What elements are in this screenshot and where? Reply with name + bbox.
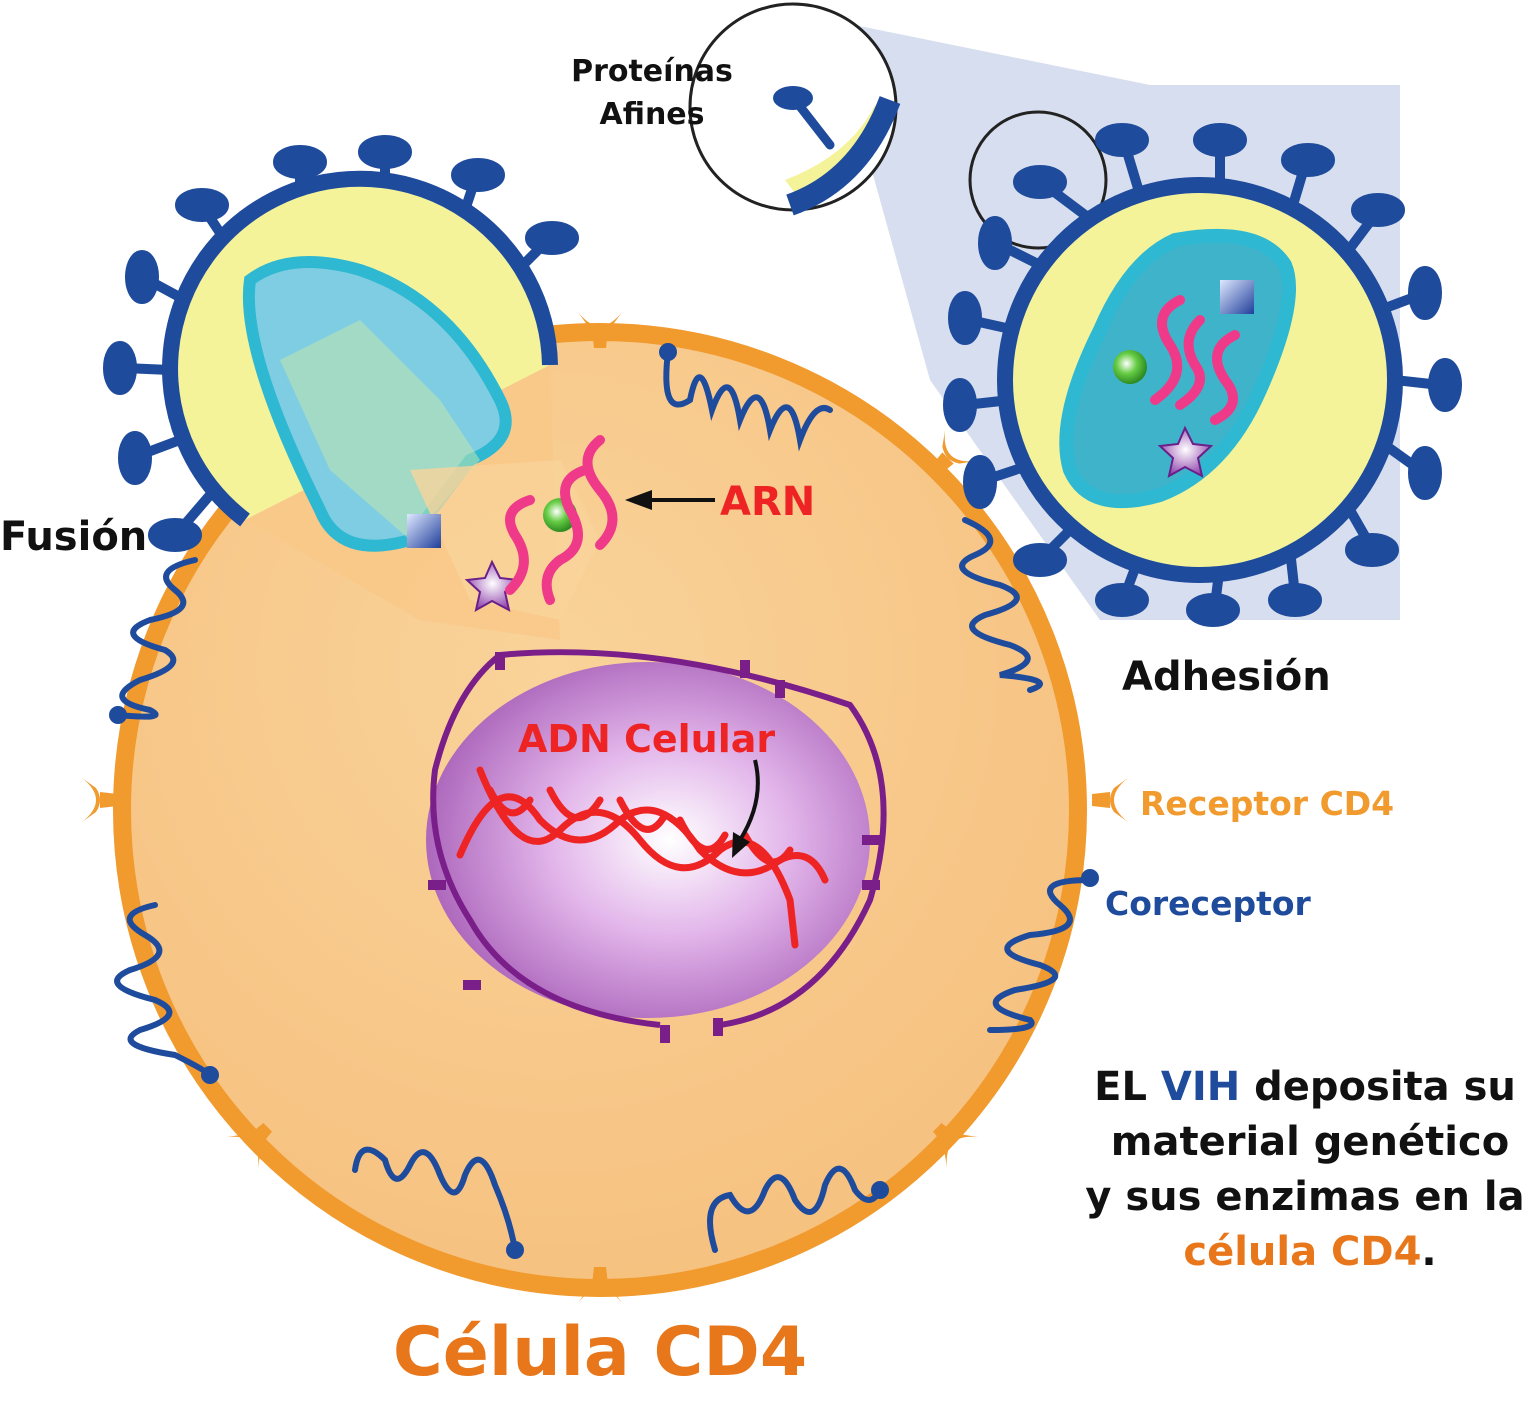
receptor-cd4-icon xyxy=(578,1267,622,1303)
caption-line1: EL VIH deposita su xyxy=(1094,1064,1516,1110)
enzyme-star-icon xyxy=(464,559,521,612)
receptor-cd4-icon xyxy=(226,1123,272,1169)
caption-vih: VIH xyxy=(1161,1064,1240,1110)
caption-period: . xyxy=(1421,1229,1436,1275)
cell-title: Célula CD4 xyxy=(393,1313,807,1392)
receptor-cd4-icon xyxy=(931,429,977,475)
receptor-cd4-icon xyxy=(933,1123,979,1169)
coreceptor-coil-icon xyxy=(707,1165,889,1253)
coreceptor-coil-icon xyxy=(987,869,1099,1033)
coreceptor-coil-icon xyxy=(659,343,833,452)
caption-line1-start: EL xyxy=(1094,1064,1161,1110)
proteinas-label-line2: Afines xyxy=(599,97,704,132)
coreceptor-coil-icon xyxy=(352,1146,524,1259)
proteinas-label-line1: Proteínas xyxy=(571,54,733,89)
caption: EL VIH deposita su material genético y s… xyxy=(1085,1064,1524,1275)
coreceptor-label: Coreceptor xyxy=(1105,884,1312,923)
receptor-cd4-icon xyxy=(82,778,118,822)
coreceptor-coil-icon xyxy=(959,517,1043,693)
adhesion-label: Adhesión xyxy=(1122,654,1331,700)
caption-cell: célula CD4 xyxy=(1183,1229,1421,1275)
enzyme-circle-icon xyxy=(1113,350,1147,384)
adhesion-zoom-circle xyxy=(968,110,1108,250)
fusion-label: Fusión xyxy=(0,514,147,560)
rna-strands xyxy=(505,435,618,605)
nucleus xyxy=(426,649,887,1043)
coreceptor-coil-icon xyxy=(114,902,219,1084)
virus-fusion xyxy=(103,135,600,640)
receptor-cd4-label: Receptor CD4 xyxy=(1140,784,1394,823)
caption-line4: célula CD4. xyxy=(1183,1229,1436,1275)
caption-line2: material genético xyxy=(1111,1119,1509,1165)
receptor-cd4-group xyxy=(82,312,1128,1303)
arn-pointer xyxy=(625,490,715,510)
adn-celular-label: ADN Celular xyxy=(518,717,775,761)
caption-line1-end: deposita su xyxy=(1240,1064,1516,1110)
virus-adhesion xyxy=(943,123,1462,627)
receptor-cd4-icon xyxy=(578,312,622,348)
enzyme-square-icon xyxy=(1220,280,1254,314)
adn-pointer xyxy=(732,759,760,858)
coreceptor-group xyxy=(109,343,1099,1259)
viral-contents-fusion xyxy=(407,435,618,612)
caption-line3: y sus enzimas en la xyxy=(1085,1174,1524,1220)
arn-label: ARN xyxy=(720,479,815,525)
enzyme-star-icon xyxy=(1157,425,1214,478)
coreceptor-coil-icon xyxy=(109,557,198,724)
receptor-cd4-icon xyxy=(1092,778,1128,822)
enzyme-square-icon xyxy=(407,514,441,548)
rna-strands xyxy=(1150,295,1240,425)
